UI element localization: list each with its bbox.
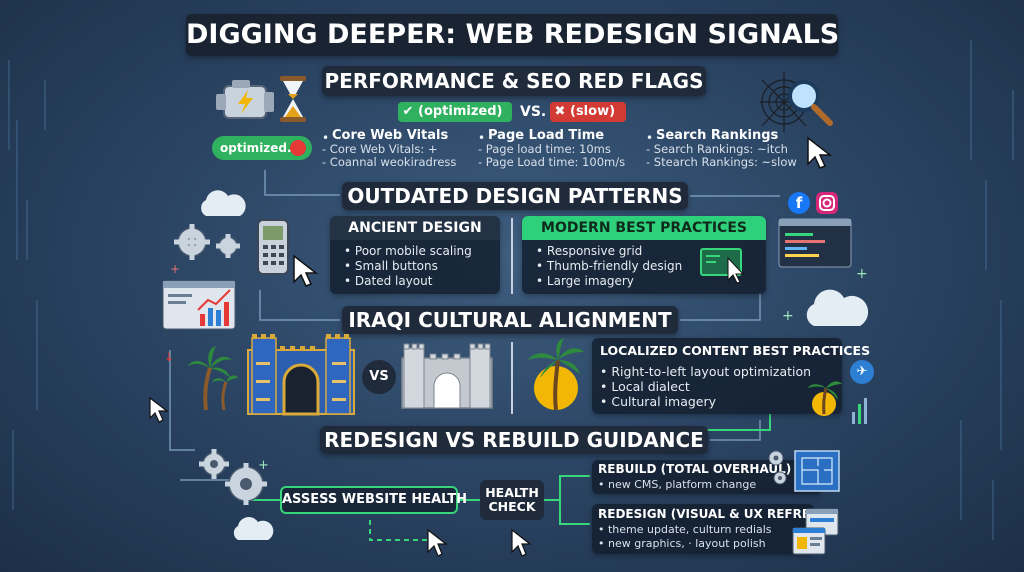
optimized-toggle[interactable]: optimized. (212, 136, 312, 160)
optimized-badge: ✔(optimized) (398, 102, 512, 122)
redesign-line: • theme update, culturn redials (598, 523, 772, 536)
redesign-line: • new graphics, · layout polish (598, 537, 766, 550)
gear-icon (768, 450, 787, 485)
localized-content-list: • Right-to-left layout optimization • Lo… (600, 364, 811, 409)
cloud-icon (806, 289, 869, 326)
chart-window-icon (162, 280, 236, 330)
magnifier-icon (788, 80, 833, 126)
redesign-box: REDESIGN (VISUAL & UX REFRESH) • theme u… (592, 504, 834, 554)
list-item: • Dated layout (344, 274, 433, 288)
responsive-grid-icon (700, 248, 745, 284)
ancient-design-box: ANCIENT DESIGN • Poor mobile scaling • S… (330, 216, 500, 294)
palm-tree-icon (808, 381, 842, 416)
list-item: • Cultural imagery (600, 394, 717, 409)
modern-practices-list: • Responsive grid • Thumb-friendly desig… (536, 244, 682, 289)
health-check-node[interactable]: HEALTH CHECK (480, 480, 544, 520)
ishtar-gate-icon (247, 334, 355, 416)
modern-practices-title: MODERN BEST PRACTICES (522, 216, 766, 240)
plus-icon: + (170, 262, 181, 276)
list-item: • Small buttons (344, 259, 438, 273)
guidance-heading: REDESIGN VS REBUILD GUIDANCE (320, 426, 708, 454)
cursor-icon (807, 136, 833, 169)
phone-icon (257, 219, 289, 275)
metric-column-page-load: Page Load Time • - Page load time: 10ms … (478, 128, 626, 169)
x-icon: ✖ (554, 104, 566, 119)
cursor-icon (293, 254, 319, 287)
cursor-icon (149, 396, 169, 423)
blueprint-icon (794, 450, 840, 492)
assess-website-health-button[interactable]: ASSESS WEBSITE HEALTH (280, 486, 467, 514)
vs-circle: VS (362, 360, 396, 394)
ancient-design-list: • Poor mobile scaling • Small buttons • … (344, 244, 472, 289)
palm-tree-icon (188, 346, 238, 411)
list-item: • Responsive grid (536, 244, 643, 258)
design-heading: OUTDATED DESIGN PATTERNS (342, 182, 688, 210)
cultural-heading: IRAQI CULTURAL ALIGNMENT (342, 306, 678, 334)
list-item: • Right-to-left layout optimization (600, 364, 812, 379)
metric-column-search-rankings: Search Rankings • - Search Rankings: ~it… (646, 128, 797, 169)
cloud-icon (233, 517, 274, 540)
modern-practices-box: MODERN BEST PRACTICES • Responsive grid … (522, 216, 766, 294)
toggle-knob (290, 140, 306, 156)
plus-icon: + (258, 458, 269, 473)
code-window-icon (778, 218, 852, 268)
list-item: • Local dialect (600, 379, 690, 394)
facebook-icon: f (788, 192, 810, 214)
plus-icon: + (782, 308, 794, 324)
divider (511, 218, 513, 294)
redesign-title: REDESIGN (VISUAL & UX REFRESH) (598, 507, 835, 521)
bar-chart-icon (852, 398, 867, 424)
gear-icon (174, 224, 240, 260)
instagram-icon (816, 192, 838, 214)
list-item: • Thumb-friendly design (536, 259, 683, 273)
performance-heading: PERFORMANCE & SEO RED FLAGS (322, 66, 706, 96)
metric-column-core-web-vitals: Core Web Vitals • - Core Web Vitals: + -… (322, 128, 457, 169)
hourglass-icon (280, 76, 306, 122)
gear-icon (199, 449, 267, 505)
cloud-icon (201, 190, 246, 216)
ancient-design-title: ANCIENT DESIGN (330, 216, 500, 240)
engine-icon (216, 80, 274, 119)
vs-label: VS. (520, 104, 547, 120)
plus-icon: + (856, 266, 868, 282)
list-item: • Poor mobile scaling (344, 244, 472, 258)
rebuild-line: • new CMS, platform change (598, 478, 757, 491)
cursor-icon (427, 528, 448, 557)
fortress-icon (401, 343, 493, 409)
slow-badge: ✖(slow) (550, 102, 626, 122)
localized-content-box: LOCALIZED CONTENT BEST PRACTICES • Right… (592, 338, 870, 414)
palm-tree-icon (528, 338, 584, 411)
localized-content-title: LOCALIZED CONTENT BEST PRACTICES (600, 343, 871, 358)
chat-icon: ✈ (850, 360, 874, 384)
down-arrow-icon: ↓ (164, 350, 175, 364)
cursor-icon (511, 528, 532, 557)
list-item: • Large imagery (536, 274, 634, 288)
page-title: DIGGING DEEPER: WEB REDESIGN SIGNALS (186, 14, 839, 56)
rebuild-title: REBUILD (TOTAL OVERHAUL) (598, 462, 792, 476)
check-icon: ✔ (402, 104, 414, 119)
design-mockup-icon (792, 508, 839, 555)
divider (511, 342, 513, 414)
